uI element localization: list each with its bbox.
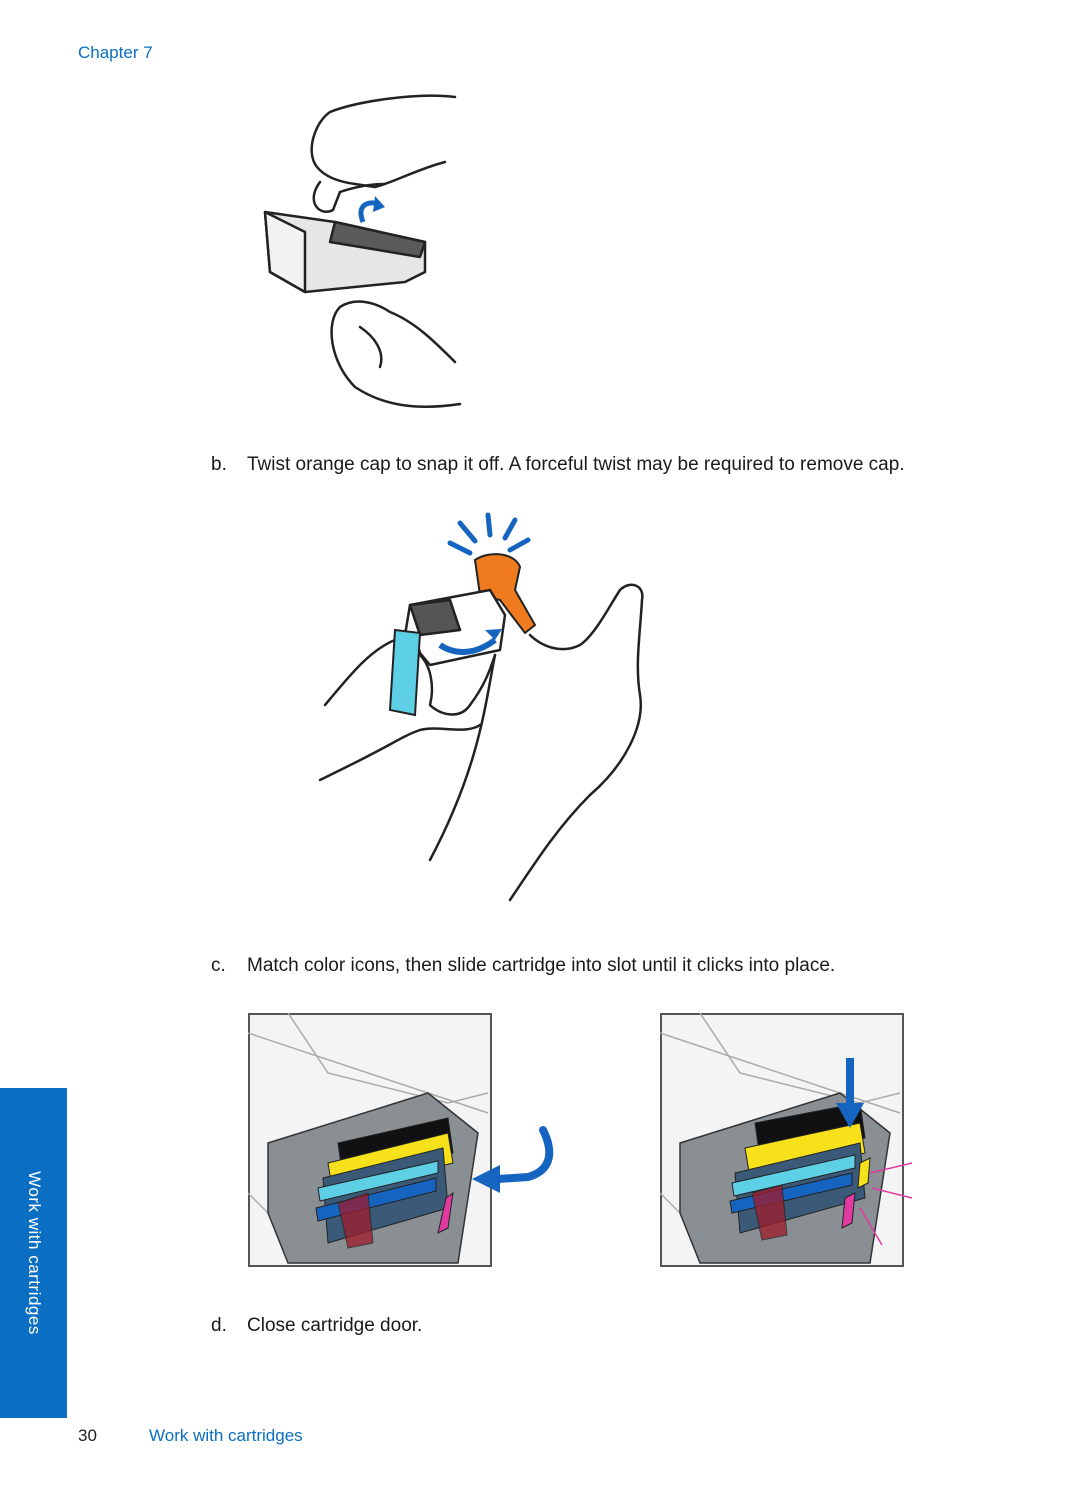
side-section-tab: Work with cartridges: [0, 1088, 67, 1418]
chapter-header: Chapter 7: [78, 43, 153, 62]
side-tab-label: Work with cartridges: [24, 1171, 44, 1335]
push-arrow-icon: [472, 1126, 554, 1193]
figure-slide-cartridge: [248, 1013, 492, 1267]
figure-remove-tape: [263, 94, 462, 408]
step-letter: c.: [211, 955, 226, 976]
step-b: b. Twist orange cap to snap it off. A for…: [211, 454, 905, 476]
step-text: Match color icons, then slide cartridge …: [247, 955, 836, 976]
step-d: d. Close cartridge door.: [211, 1315, 422, 1337]
footer-section-title: Work with cartridges: [149, 1426, 303, 1445]
step-letter: d.: [211, 1315, 227, 1336]
step-c: c. Match color icons, then slide cartridg…: [211, 955, 835, 977]
step-text: Twist orange cap to snap it off. A force…: [247, 454, 905, 475]
step-letter: b.: [211, 454, 227, 475]
page-number: 30: [78, 1426, 97, 1445]
step-text: Close cartridge door.: [247, 1315, 423, 1336]
figure-twist-cap: [318, 512, 644, 902]
figure-cartridge-seated: [660, 1013, 913, 1267]
